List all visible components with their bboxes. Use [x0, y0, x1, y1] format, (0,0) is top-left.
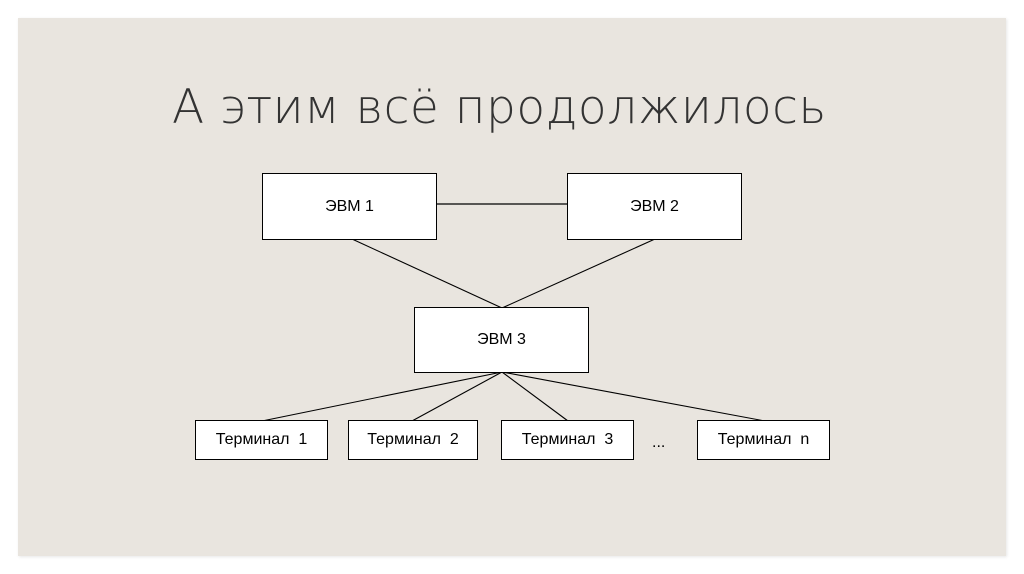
node-terminal-n: Терминал n: [697, 420, 830, 460]
edge-evm1-evm3: [351, 238, 503, 309]
node-terminal-3: Терминал 3: [501, 420, 634, 460]
edge-evm3-term3: [501, 371, 569, 422]
edge-evm3-termn: [501, 371, 766, 422]
node-evm-2: ЭВМ 2: [567, 173, 742, 240]
edge-evm3-term1: [261, 371, 503, 422]
node-terminal-2: Терминал 2: [348, 420, 478, 460]
terminals-ellipsis: ...: [652, 434, 666, 451]
edge-evm2-evm3: [501, 238, 656, 309]
node-evm-1: ЭВМ 1: [262, 173, 437, 240]
edge-evm3-term2: [411, 371, 503, 422]
slide-title: А этим всё продолжилось: [172, 80, 827, 135]
slide: [18, 18, 1006, 556]
node-terminal-1: Терминал 1: [195, 420, 328, 460]
node-evm-3: ЭВМ 3: [414, 307, 589, 373]
